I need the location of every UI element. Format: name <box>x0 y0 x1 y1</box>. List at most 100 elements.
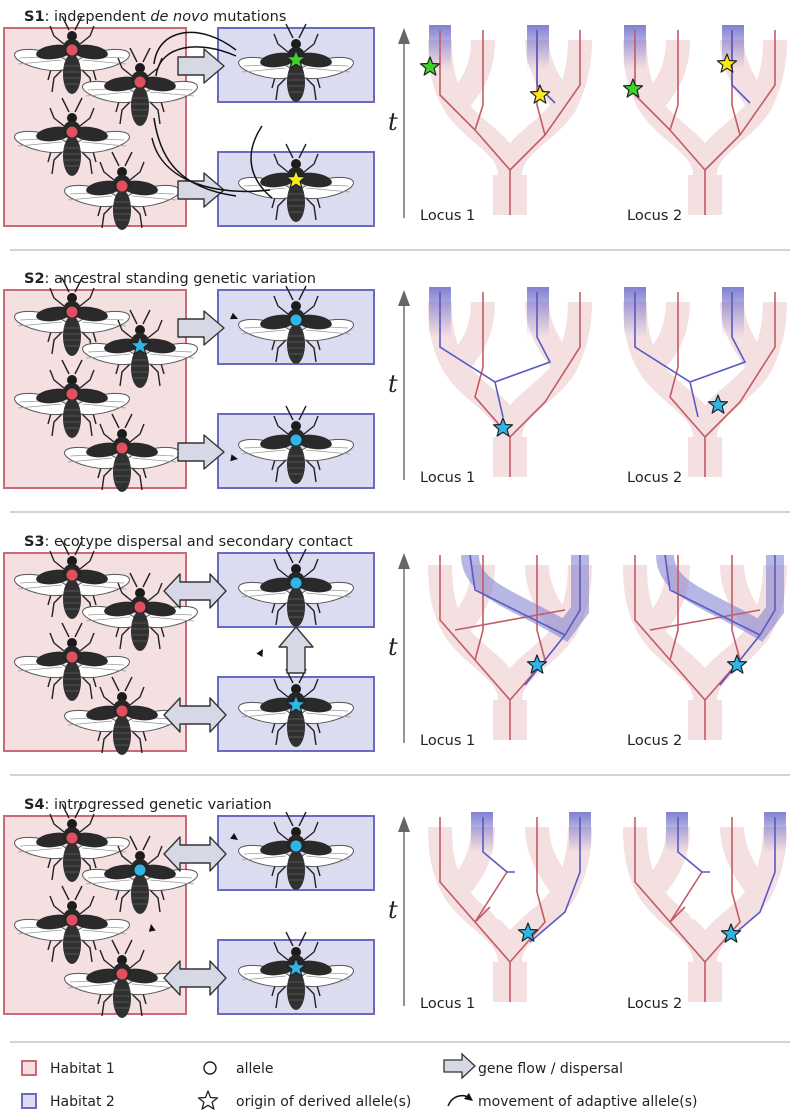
locus-label: Locus 2 <box>627 733 682 749</box>
allele-dot <box>134 601 146 613</box>
arrowhead-icon <box>256 649 263 657</box>
beetle-icon <box>12 15 132 95</box>
origin-star-icon <box>622 78 644 98</box>
allele-dot <box>66 388 78 400</box>
derived-gene-lineage <box>634 292 747 418</box>
time-arrow-icon <box>398 553 410 569</box>
panel-b: bS2: ancestral standing genetic variatio… <box>3 46 790 513</box>
tree-locus-1 <box>428 554 592 740</box>
gene-lineage <box>634 30 776 215</box>
origin-star-icon <box>419 56 441 76</box>
time-arrow-icon <box>398 816 410 832</box>
time-arrow-icon <box>398 28 410 44</box>
legend-origin: origin of derived allele(s) <box>236 1094 411 1110</box>
origin-star-icon <box>707 394 729 414</box>
population-tree <box>428 826 592 1002</box>
beetle-icon <box>236 285 356 365</box>
allele-star-icon <box>285 49 307 69</box>
allele-dot <box>116 180 128 192</box>
arrowhead-icon <box>230 312 238 320</box>
time-label: t <box>388 108 398 136</box>
allele-dot <box>66 832 78 844</box>
legend-allele: allele <box>236 1061 273 1077</box>
derived-lineage-shade <box>722 287 744 337</box>
beetle-icon <box>80 572 200 652</box>
derived-lineage-shade <box>471 812 493 852</box>
population-tree <box>623 39 787 215</box>
time-label: t <box>388 633 398 661</box>
time-label: t <box>388 370 398 398</box>
beetle-icon <box>12 622 132 702</box>
derived-gene-lineage <box>536 30 556 104</box>
allele-dot <box>66 651 78 663</box>
panel-d: dS4: introgressed genetic variationtLocu… <box>3 31 787 1019</box>
population-tree <box>428 301 592 477</box>
panel-title: S1: independent de novo mutations <box>24 9 286 25</box>
origin-star-icon <box>529 84 551 104</box>
movement-arrow <box>153 31 237 65</box>
allele-dot <box>66 44 78 56</box>
gene-flow-arrow-icon <box>443 1052 476 1080</box>
gene-lineage <box>634 555 761 740</box>
panel-title: S3: ecotype dispersal and secondary cont… <box>24 534 353 550</box>
beetle-icon <box>62 939 182 1019</box>
derived-lineage-shade <box>527 25 549 69</box>
derived-gene-lineage <box>731 30 751 104</box>
movement-arrow <box>153 117 237 197</box>
locus-label: Locus 2 <box>627 208 682 224</box>
beetle-icon <box>12 885 132 965</box>
allele-dot <box>134 76 146 88</box>
legend-movement: movement of adaptive allele(s) <box>478 1094 697 1110</box>
introgression-gap <box>689 893 721 921</box>
arrowhead-icon <box>464 1093 473 1101</box>
derived-gene-lineage <box>677 817 776 943</box>
legend-gene-flow: gene flow / dispersal <box>478 1061 623 1077</box>
legend-habitat2: Habitat 2 <box>50 1094 115 1110</box>
locus-label: Locus 1 <box>420 208 475 224</box>
beetle-icon <box>12 540 132 620</box>
locus-label: Locus 2 <box>627 996 682 1012</box>
time-arrow-icon <box>398 290 410 306</box>
gene-lineage <box>474 292 581 477</box>
derived-gene-lineage <box>439 292 552 418</box>
tree-locus-1 <box>428 287 592 477</box>
derived-lineage-shade <box>666 812 688 852</box>
allele-dot <box>290 314 302 326</box>
allele-star-icon <box>285 694 307 714</box>
beetle-icon <box>80 47 200 127</box>
gene-lineage <box>439 817 546 1002</box>
beetle-icon <box>12 803 132 883</box>
allele-dot <box>290 577 302 589</box>
locus-label: Locus 1 <box>420 733 475 749</box>
tree-locus-2 <box>623 287 787 477</box>
tree-locus-1 <box>428 812 592 1002</box>
beetle-icon <box>236 668 356 748</box>
origin-star-icon <box>492 417 514 437</box>
locus-label: Locus 1 <box>420 470 475 486</box>
derived-gene-lineage <box>482 817 581 943</box>
beetle-icon <box>236 931 356 1011</box>
locus-label: Locus 2 <box>627 470 682 486</box>
origin-star-icon <box>716 53 738 73</box>
allele-star-icon <box>285 169 307 189</box>
allele-dot <box>290 434 302 446</box>
origin-star-icon <box>526 654 548 674</box>
panel-c: cS3: ecotype dispersal and secondary con… <box>3 125 790 776</box>
beetle-icon <box>12 97 132 177</box>
population-tree <box>623 301 787 477</box>
origin-star-icon <box>517 922 539 942</box>
beetle-icon <box>236 23 356 103</box>
habitat2-swatch <box>21 1093 37 1109</box>
beetle-icon <box>80 309 200 389</box>
population-tree <box>623 826 787 1002</box>
allele-dot <box>116 442 128 454</box>
beetle-icon <box>12 359 132 439</box>
tree-locus-2 <box>623 554 787 740</box>
gene-lineage <box>439 30 581 215</box>
tree-locus-1 <box>428 25 592 215</box>
allele-dot <box>116 968 128 980</box>
beetle-icon <box>236 405 356 485</box>
tree-locus-2 <box>623 812 787 1002</box>
beetle-icon <box>236 811 356 891</box>
